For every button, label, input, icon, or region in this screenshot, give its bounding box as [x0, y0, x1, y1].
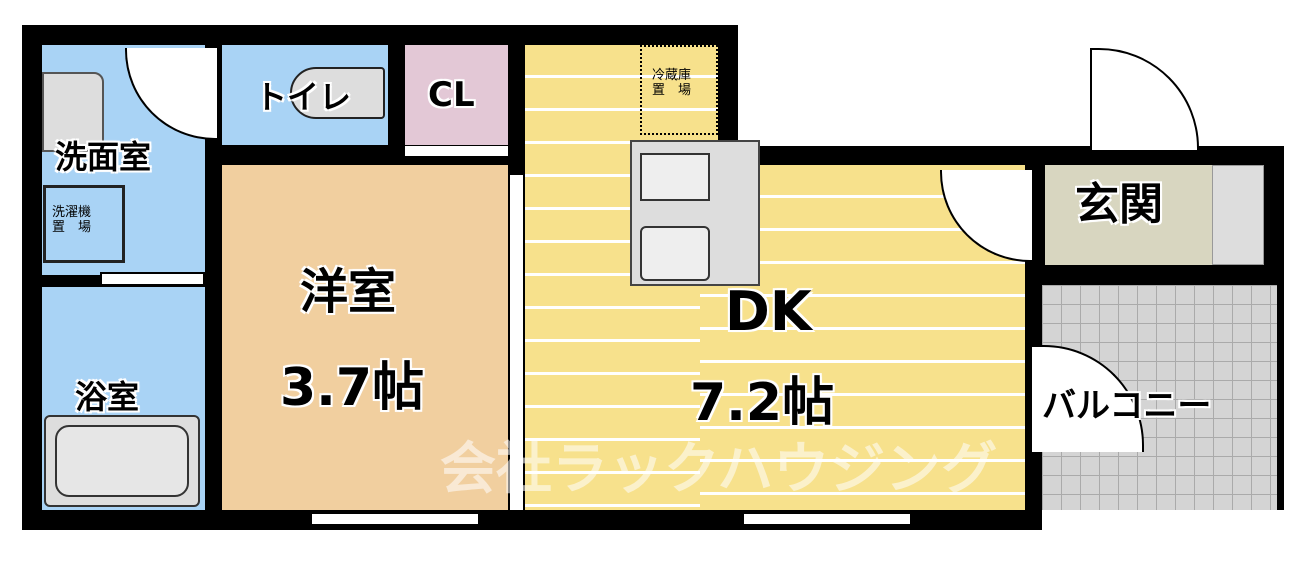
toilet-label: トイレ — [255, 78, 352, 116]
western-room — [222, 165, 508, 510]
shoe-cabinet — [1212, 165, 1264, 265]
stove-icon — [640, 153, 710, 201]
closet-door[interactable] — [405, 146, 508, 156]
entrance — [1045, 165, 1215, 265]
watermark: 会社ラックハウジング — [440, 437, 998, 502]
washbasin — [42, 72, 104, 152]
entrance-door[interactable] — [1090, 48, 1199, 152]
western-room-size: 3.7帖 — [280, 358, 425, 418]
window-western[interactable] — [310, 512, 480, 526]
washer-line2: 置 場 — [52, 220, 92, 235]
dk-size: 7.2帖 — [690, 373, 835, 433]
dk-label: DK — [725, 280, 812, 343]
sink-icon — [640, 226, 710, 281]
bathroom-label: 浴室 — [75, 378, 140, 416]
fridge-space — [640, 45, 718, 135]
entrance-label: 玄関 — [1075, 179, 1163, 230]
washer-space-label: 洗濯機 置 場 — [52, 205, 91, 235]
washroom-door[interactable] — [125, 48, 219, 140]
balcony-open-side — [1042, 510, 1284, 530]
toilet-bowl-icon — [290, 67, 385, 119]
window-dk[interactable] — [742, 512, 912, 526]
balcony-label: バルコニー — [1042, 386, 1212, 426]
fridge-line2: 置 場 — [652, 83, 692, 98]
western-room-label: 洋室 — [300, 264, 397, 320]
fridge-line1: 冷蔵庫 — [652, 68, 692, 83]
closet-label: CL — [428, 75, 475, 115]
closet — [405, 45, 508, 145]
washroom-label: 洗面室 — [55, 138, 152, 176]
washer-space — [43, 185, 125, 263]
sliding-door[interactable] — [508, 175, 525, 510]
fridge-space-label: 冷蔵庫 置 場 — [652, 68, 691, 98]
bathtub-inner — [55, 425, 189, 497]
washer-line1: 洗濯機 — [52, 205, 92, 220]
bathroom-door[interactable] — [100, 272, 205, 286]
